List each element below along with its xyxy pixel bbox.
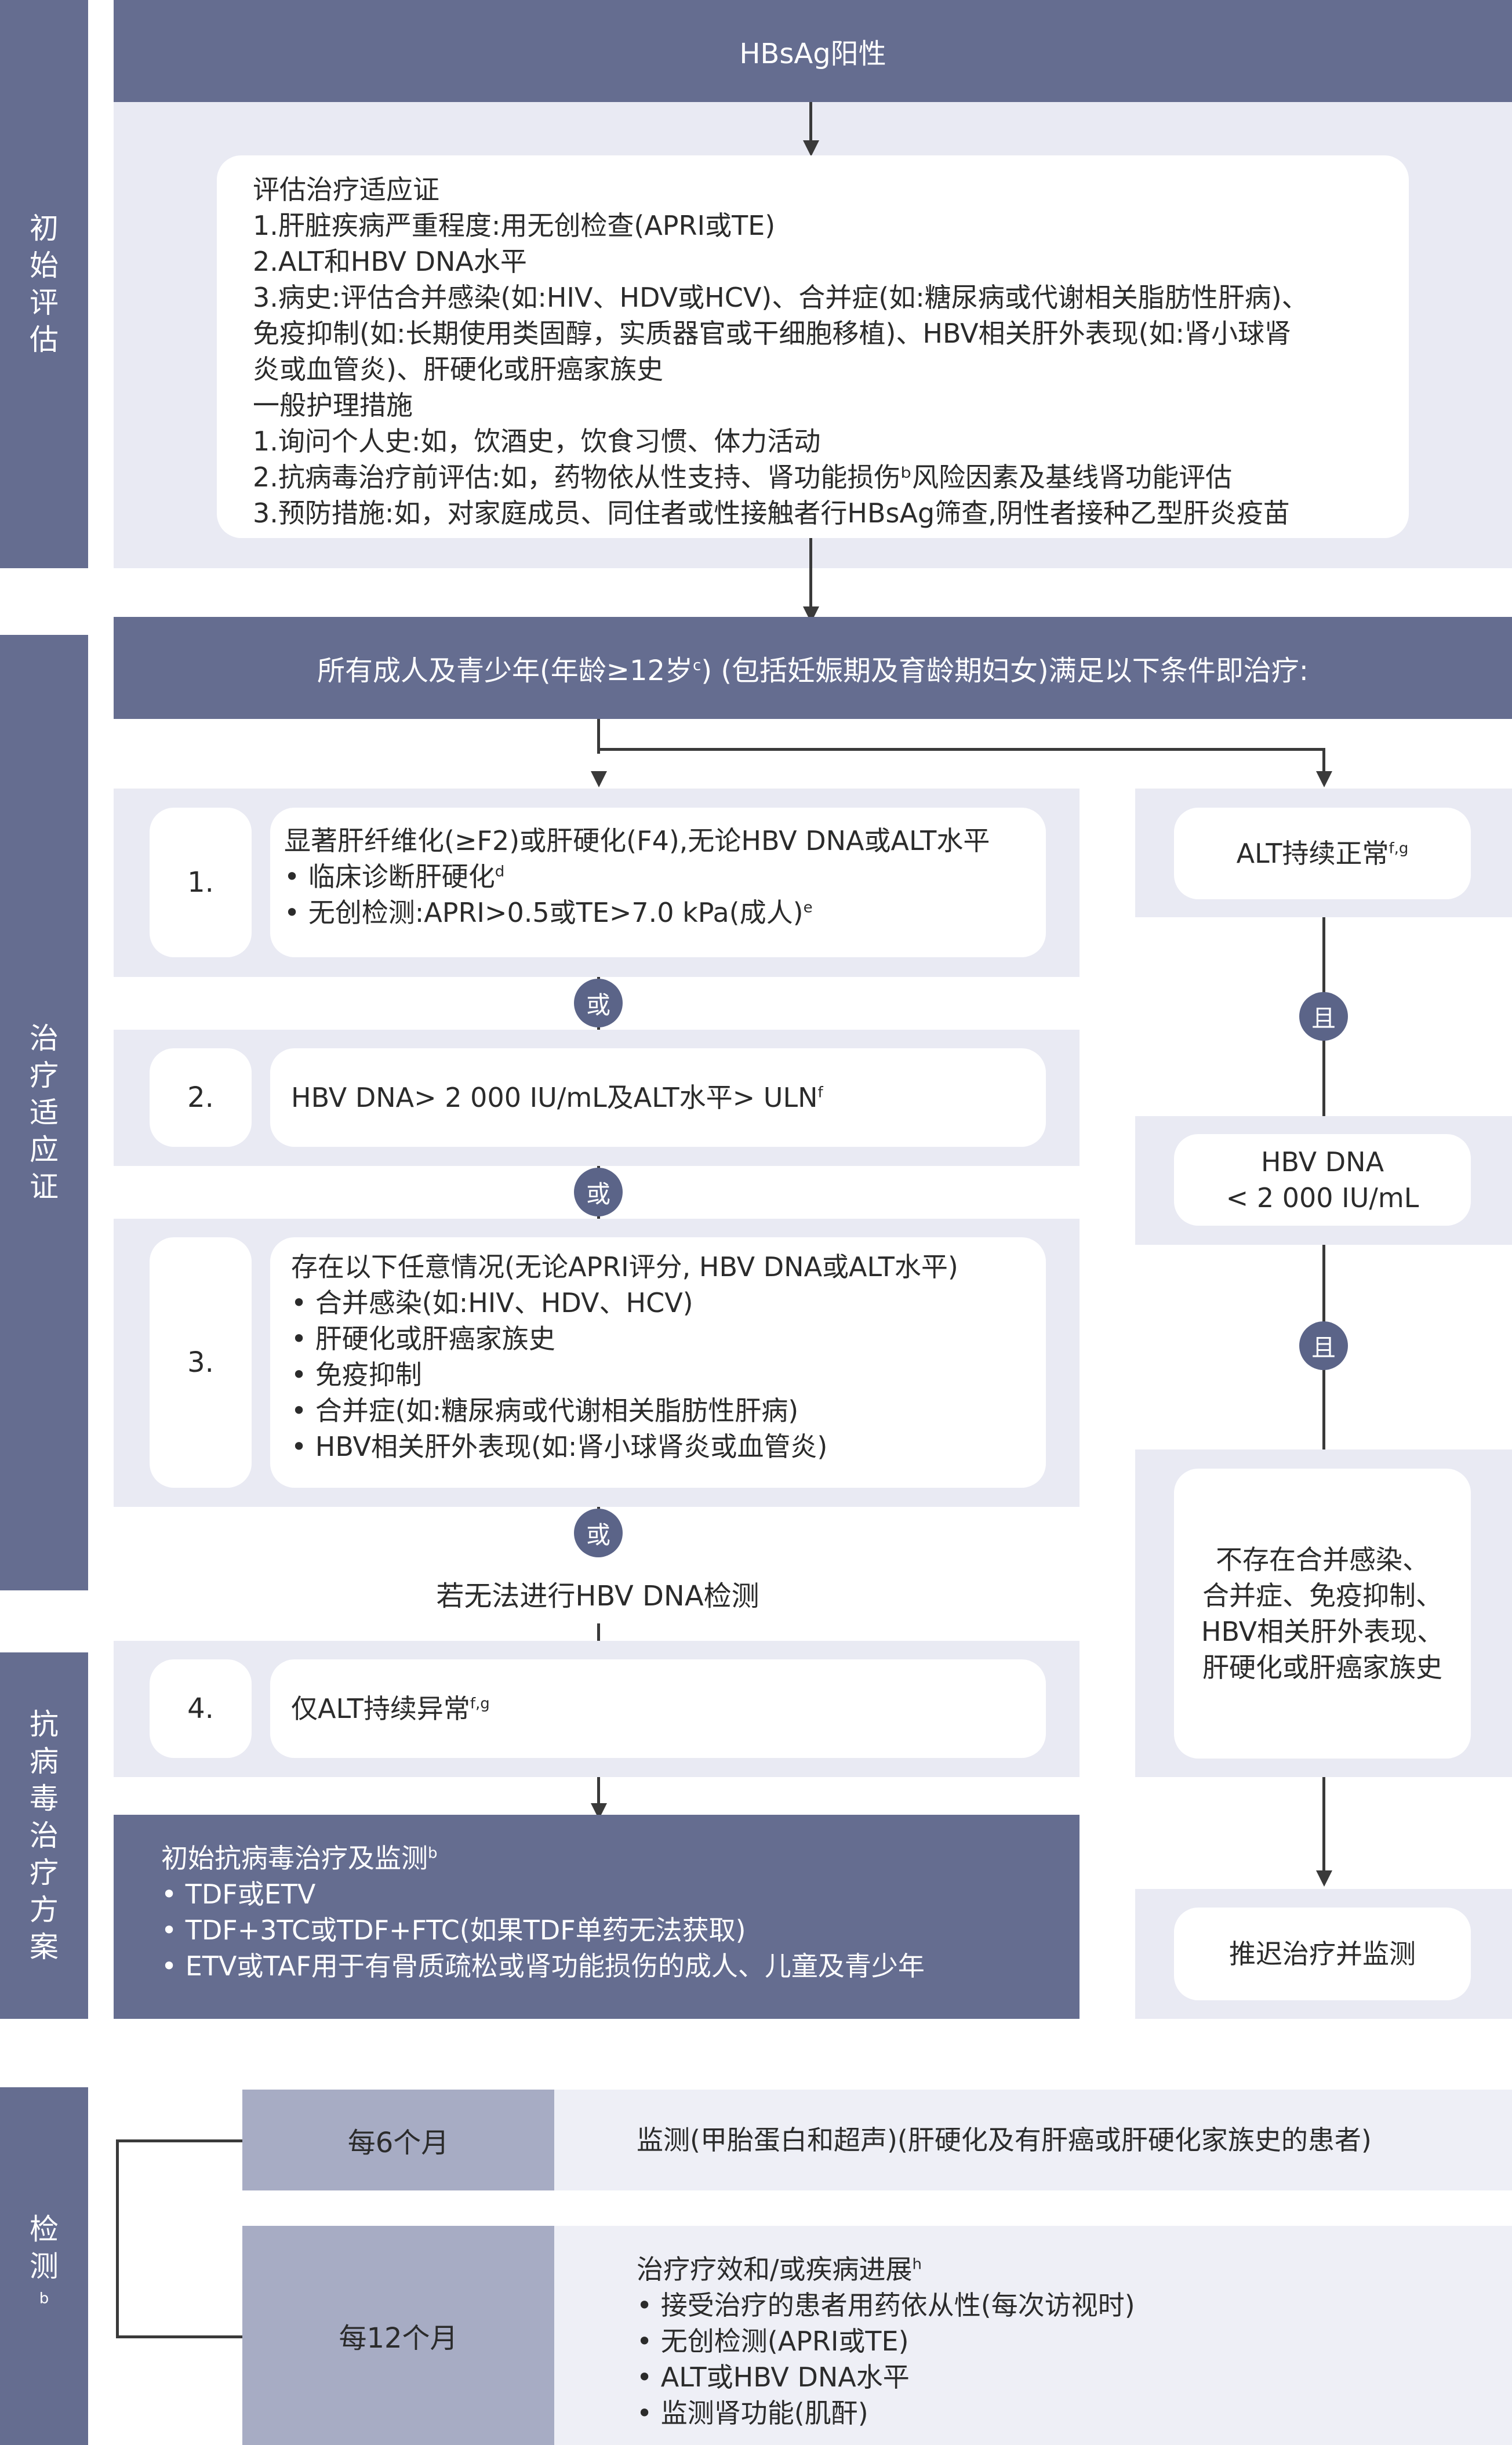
- treatment-bullet: • ETV或TAF用于有骨质疏松或肾功能损伤的成人、儿童及青少年: [161, 1950, 925, 1982]
- or-circle: 或: [574, 979, 623, 1027]
- section-label-monitoring: 检测b: [0, 2087, 88, 2445]
- arrow-head: [1316, 1870, 1332, 1887]
- criterion-3-bullet: • 合并感染(如:HIV、HDV、HCV): [291, 1287, 693, 1318]
- criterion-3-card: 存在以下任意情况(无论APRI评分, HBV DNA或ALT水平) • 合并感染…: [270, 1237, 1046, 1488]
- alt-normal-text: ALT持续正常f,g: [1236, 838, 1409, 869]
- criteria-header-text: 所有成人及青少年(年龄≥12岁c) (包括妊娠期及育龄期妇女)满足以下条件即治疗…: [317, 655, 1309, 687]
- monitoring-12-months-title: 治疗疗效和/或疾病进展h: [637, 2254, 922, 2285]
- criterion-1-bullet: • 无创检测:APRI>0.5或TE>7.0 kPa(成人)e: [284, 897, 813, 928]
- assessment-line: 2.ALT和HBV DNA水平: [253, 246, 527, 277]
- branch-line: [597, 719, 600, 754]
- dna-low-line: HBV DNA: [1260, 1146, 1384, 1178]
- dna-low-card: HBV DNA < 2 000 IU/mL: [1174, 1134, 1471, 1226]
- criterion-number: 2.: [150, 1048, 252, 1147]
- bracket-line: [116, 2139, 119, 2337]
- dna-low-line: < 2 000 IU/mL: [1226, 1182, 1419, 1214]
- and-circle: 且: [1299, 1321, 1348, 1370]
- section-label-text: 初始评估: [30, 212, 59, 357]
- no-comorbidity-line: 肝硬化或肝癌家族史: [1202, 1652, 1442, 1683]
- monitoring-12-months-bullet: • 接受治疗的患者用药依从性(每次访视时): [637, 2290, 1135, 2321]
- no-dna-test-label: 若无法进行HBV DNA检测: [436, 1580, 759, 1612]
- criterion-1-title: 显著肝纤维化(≥F2)或肝硬化(F4),无论HBV DNA或ALT水平: [284, 825, 990, 856]
- criterion-number: 3.: [150, 1237, 252, 1488]
- section-label-indication: 治疗适应证: [0, 635, 88, 1590]
- arrow-line: [809, 538, 812, 608]
- no-comorbidity-line: 合并症、免疫抑制、: [1202, 1580, 1442, 1611]
- criteria-header: 所有成人及青少年(年龄≥12岁c) (包括妊娠期及育龄期妇女)满足以下条件即治疗…: [114, 617, 1512, 719]
- and-circle: 且: [1299, 992, 1348, 1041]
- monitoring-12-months-bullet: • 监测肾功能(肌酐): [637, 2397, 868, 2429]
- branch-line: [597, 748, 1325, 751]
- assessment-line: 评估治疗适应证: [253, 174, 439, 205]
- section-label-text: 抗病毒治疗方案: [30, 1707, 59, 1964]
- arrow-head: [803, 140, 819, 157]
- treatment-bullet: • TDF+3TC或TDF+FTC(如果TDF单药无法获取): [161, 1914, 746, 1946]
- assessment-line: 2.抗病毒治疗前评估:如，药物依从性支持、肾功能损伤ᵇ风险因素及基线肾功能评估: [253, 462, 1233, 493]
- criterion-2-text: HBV DNA> 2 000 IU/mL及ALT水平> ULNf: [291, 1082, 823, 1113]
- monitoring-6-months-text: 监测(甲胎蛋白和超声)(肝硬化及有肝癌或肝硬化家族史的患者): [637, 2124, 1372, 2156]
- section-label-text: 治疗适应证: [30, 1022, 59, 1204]
- criterion-4-text: 仅ALT持续异常f,g: [291, 1693, 490, 1724]
- monitoring-12-months-box: 治疗疗效和/或疾病进展h • 接受治疗的患者用药依从性(每次访视时) • 无创检…: [554, 2226, 1512, 2445]
- criterion-number: 4.: [150, 1659, 252, 1758]
- arrow-head: [1316, 771, 1332, 787]
- treatment-title: 初始抗病毒治疗及监测b: [161, 1843, 438, 1874]
- criterion-number: 1.: [150, 808, 252, 957]
- arrow-head: [591, 771, 607, 787]
- frequency-12-months: 每12个月: [242, 2226, 554, 2445]
- criterion-3-bullet: • 肝硬化或肝癌家族史: [291, 1323, 555, 1354]
- defer-card: 推迟治疗并监测: [1174, 1908, 1471, 2000]
- criterion-2-card: HBV DNA> 2 000 IU/mL及ALT水平> ULNf: [270, 1048, 1046, 1147]
- no-comorbidity-line: HBV相关肝外表现、: [1201, 1616, 1444, 1647]
- assessment-line: 3.预防措施:如，对家庭成员、同住者或性接触者行HBsAg筛查,阴性者接种乙型肝…: [253, 497, 1290, 529]
- or-circle: 或: [574, 1509, 623, 1557]
- assessment-line: 炎或血管炎)、肝硬化或肝癌家族史: [253, 354, 663, 385]
- assessment-line: 1.询问个人史:如，饮酒史，饮食习惯、体力活动: [253, 426, 821, 457]
- defer-text: 推迟治疗并监测: [1229, 1938, 1416, 1970]
- hbsag-positive-header: HBsAg阳性: [114, 0, 1512, 102]
- arrow-line: [597, 1777, 600, 1818]
- header-text: HBsAg阳性: [739, 38, 886, 70]
- bracket-line: [116, 2335, 245, 2338]
- arrow-line: [1322, 1777, 1325, 1881]
- treatment-box: 初始抗病毒治疗及监测b • TDF或ETV • TDF+3TC或TDF+FTC(…: [114, 1815, 1080, 2019]
- arrow-line: [809, 102, 812, 143]
- no-comorbidity-card: 不存在合并感染、 合并症、免疫抑制、 HBV相关肝外表现、 肝硬化或肝癌家族史: [1174, 1469, 1471, 1759]
- section-label-initial-assessment: 初始评估: [0, 0, 88, 568]
- monitoring-12-months-bullet: • 无创检测(APRI或TE): [637, 2326, 909, 2357]
- alt-normal-card: ALT持续正常f,g: [1174, 808, 1471, 899]
- criterion-3-bullet: • HBV相关肝外表现(如:肾小球肾炎或血管炎): [291, 1431, 828, 1462]
- assessment-line: 免疫抑制(如:长期使用类固醇，实质器官或干细胞移植)、HBV相关肝外表现(如:肾…: [253, 318, 1292, 349]
- monitoring-6-months-box: 监测(甲胎蛋白和超声)(肝硬化及有肝癌或肝硬化家族史的患者): [554, 2090, 1512, 2190]
- no-comorbidity-line: 不存在合并感染、: [1216, 1544, 1429, 1575]
- assessment-card: 评估治疗适应证 1.肝脏疾病严重程度:用无创检查(APRI或TE) 2.ALT和…: [217, 155, 1409, 538]
- criterion-3-title: 存在以下任意情况(无论APRI评分, HBV DNA或ALT水平): [291, 1251, 958, 1283]
- connector-line: [597, 1623, 600, 1641]
- assessment-line: 1.肝脏疾病严重程度:用无创检查(APRI或TE): [253, 210, 776, 241]
- frequency-6-months: 每6个月: [242, 2090, 554, 2190]
- bracket-line: [116, 2139, 245, 2142]
- treatment-bullet: • TDF或ETV: [161, 1879, 316, 1910]
- section-label-text: 检测b: [30, 2212, 59, 2307]
- criterion-1-bullet: • 临床诊断肝硬化d: [284, 861, 505, 892]
- criterion-1-card: 显著肝纤维化(≥F2)或肝硬化(F4),无论HBV DNA或ALT水平 • 临床…: [270, 808, 1046, 957]
- section-label-treatment: 抗病毒治疗方案: [0, 1652, 88, 2019]
- assessment-line: 一般护理措施: [253, 390, 413, 421]
- criterion-3-bullet: • 免疫抑制: [291, 1359, 422, 1390]
- criterion-4-card: 仅ALT持续异常f,g: [270, 1659, 1046, 1758]
- branch-line: [1322, 748, 1325, 782]
- monitoring-12-months-bullet: • ALT或HBV DNA水平: [637, 2362, 910, 2393]
- or-circle: 或: [574, 1168, 623, 1216]
- assessment-line: 3.病史:评估合并感染(如:HIV、HDV或HCV)、合并症(如:糖尿病或代谢相…: [253, 282, 1309, 313]
- criterion-3-bullet: • 合并症(如:糖尿病或代谢相关脂肪性肝病): [291, 1395, 799, 1426]
